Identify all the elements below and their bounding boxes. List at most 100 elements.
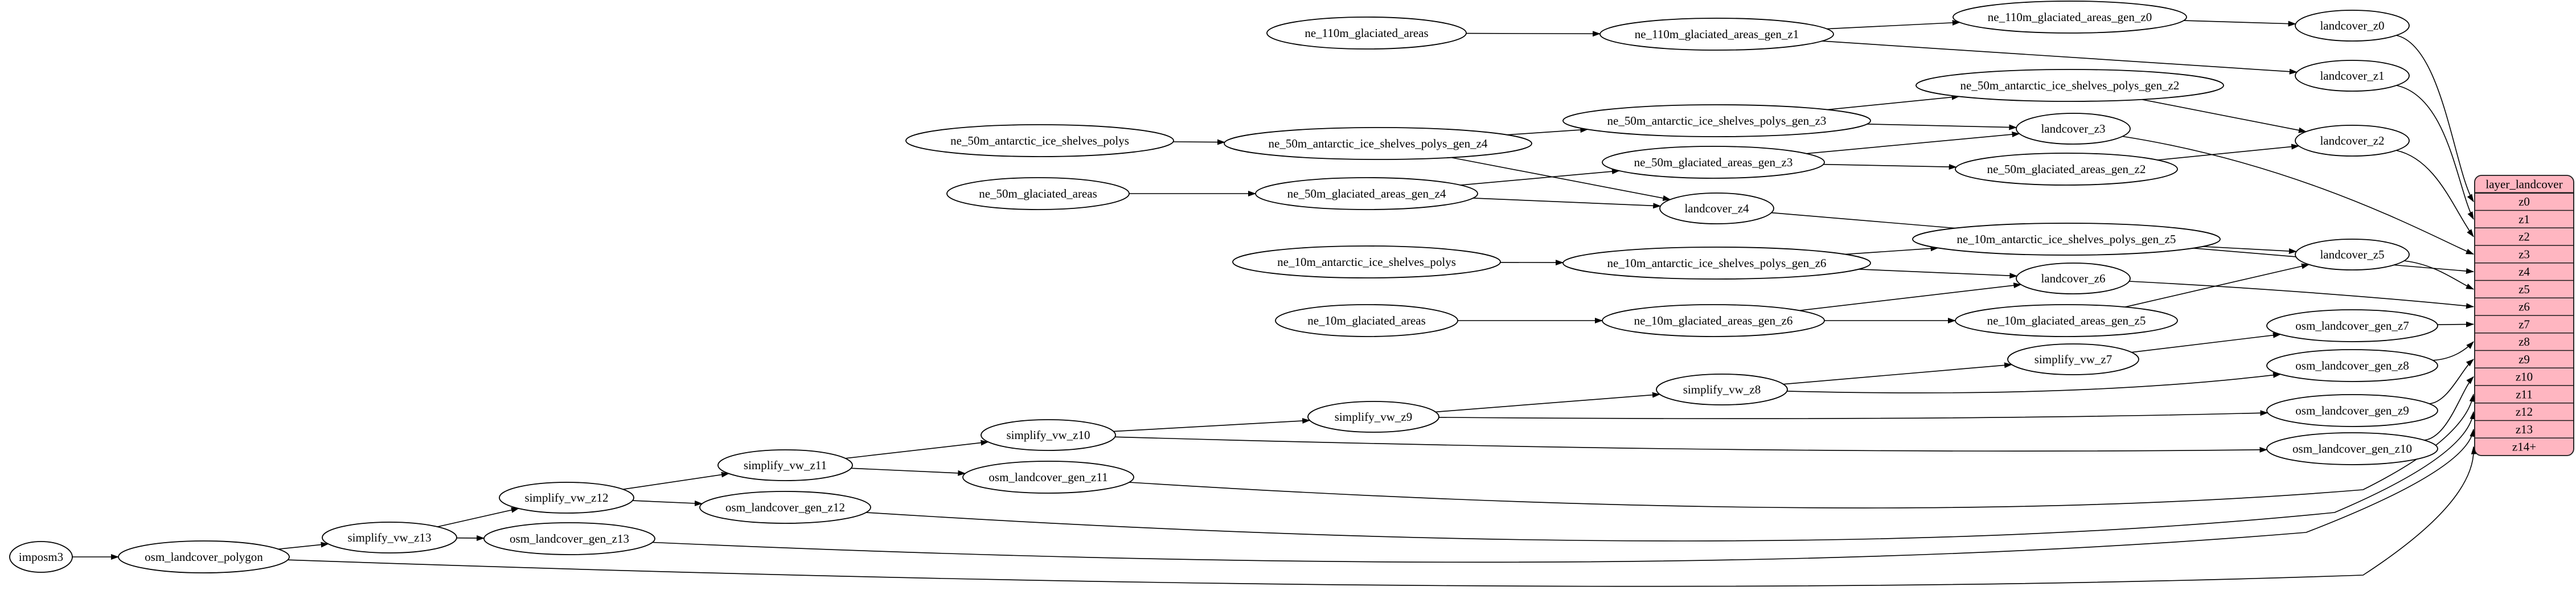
node-label-simplify_vw_z11: simplify_vw_z11: [744, 458, 827, 472]
edge-ne_50m_glaciated_areas_gen_z3-ne_50m_glaciated_areas_gen_z2: [1823, 163, 1957, 170]
node-label-ne_10m_glaciated_areas: ne_10m_glaciated_areas: [1307, 314, 1426, 327]
edge-osm_landcover_polygon-simplify_vw_z13: [278, 542, 329, 550]
node-label-landcover_z0: landcover_z0: [2320, 19, 2384, 32]
node-label-landcover_z6: landcover_z6: [2041, 272, 2105, 285]
node-osm_landcover_gen_z13: osm_landcover_gen_z13: [483, 522, 655, 555]
node-label-ne_10m_antarctic_ice_shelves_polys: ne_10m_antarctic_ice_shelves_polys: [1277, 255, 1456, 269]
node-ellipse-ne_50m_glaciated_areas_gen_z2: [1955, 153, 2178, 186]
edge-simplify_vw_z11-osm_landcover_gen_z11: [851, 468, 966, 476]
node-ne_50m_antarctic_ice_shelves_polys: ne_50m_antarctic_ice_shelves_polys: [905, 124, 1174, 157]
node-ne_10m_glaciated_areas_gen_z5: ne_10m_glaciated_areas_gen_z5: [1955, 304, 2178, 337]
node-osm_landcover_polygon: osm_landcover_polygon: [118, 540, 290, 573]
node-ellipse-landcover_z0: [2295, 10, 2410, 42]
node-label-simplify_vw_z7: simplify_vw_z7: [2034, 352, 2113, 366]
edge-simplify_vw_z12-simplify_vw_z11: [622, 471, 729, 490]
node-label-ne_10m_antarctic_ice_shelves_polys_gen_z5: ne_10m_antarctic_ice_shelves_polys_gen_z…: [1957, 232, 2176, 246]
node-label-osm_landcover_polygon: osm_landcover_polygon: [145, 550, 263, 564]
edge-osm_landcover_polygon-row-z14+: [288, 446, 2477, 587]
node-ellipse-osm_landcover_gen_z9: [2266, 394, 2438, 427]
node-osm_landcover_gen_z8: osm_landcover_gen_z8: [2266, 349, 2438, 382]
node-simplify_vw_z8: simplify_vw_z8: [1656, 374, 1788, 405]
node-ellipse-ne_50m_antarctic_ice_shelves_polys: [905, 124, 1174, 157]
node-ne_50m_glaciated_areas: ne_50m_glaciated_areas: [946, 177, 1130, 210]
table-row-z1: z1: [2518, 212, 2530, 226]
table-row-z3: z3: [2518, 247, 2530, 261]
node-label-simplify_vw_z13: simplify_vw_z13: [348, 531, 432, 544]
node-ellipse-osm_landcover_gen_z10: [2266, 432, 2438, 465]
node-simplify_vw_z9: simplify_vw_z9: [1307, 401, 1439, 433]
table-row-z13: z13: [2516, 423, 2533, 436]
node-label-osm_landcover_gen_z11: osm_landcover_gen_z11: [988, 470, 1107, 484]
edge-landcover_z3-row-z3: [2122, 136, 2474, 255]
node-ne_50m_glaciated_areas_gen_z4: ne_50m_glaciated_areas_gen_z4: [1255, 177, 1478, 210]
edge-osm_landcover_gen_z12-row-z12: [865, 411, 2476, 542]
edge-landcover_z5-row-z5: [2404, 260, 2474, 290]
node-label-ne_50m_antarctic_ice_shelves_polys_gen_z4: ne_50m_antarctic_ice_shelves_polys_gen_z…: [1269, 137, 1488, 150]
node-ne_50m_antarctic_ice_shelves_polys_gen_z4: ne_50m_antarctic_ice_shelves_polys_gen_z…: [1224, 127, 1532, 160]
node-label-osm_landcover_gen_z13: osm_landcover_gen_z13: [510, 532, 629, 546]
node-label-osm_landcover_gen_z12: osm_landcover_gen_z12: [725, 501, 845, 514]
node-osm_landcover_gen_z10: osm_landcover_gen_z10: [2266, 432, 2438, 465]
node-ne_50m_antarctic_ice_shelves_polys_gen_z3: ne_50m_antarctic_ice_shelves_polys_gen_z…: [1562, 104, 1871, 137]
edge-ne_10m_antarctic_ice_shelves_polys_gen_z5-landcover_z5: [2202, 246, 2297, 254]
node-ellipse-ne_50m_antarctic_ice_shelves_polys_gen_z2: [1915, 69, 2224, 102]
node-ellipse-ne_50m_antarctic_ice_shelves_polys_gen_z3: [1562, 104, 1871, 137]
table-row-z4: z4: [2518, 265, 2530, 278]
node-osm_landcover_gen_z11: osm_landcover_gen_z11: [962, 461, 1134, 494]
node-ellipse-ne_50m_antarctic_ice_shelves_polys_gen_z4: [1224, 127, 1532, 160]
node-ellipse-ne_110m_glaciated_areas_gen_z1: [1599, 18, 1834, 51]
node-ellipse-imposm3: [9, 541, 73, 573]
node-ellipse-osm_landcover_gen_z8: [2266, 349, 2438, 382]
table-row-z9: z9: [2518, 352, 2530, 366]
node-landcover_z0: landcover_z0: [2295, 10, 2410, 42]
node-ne_110m_glaciated_areas_gen_z0: ne_110m_glaciated_areas_gen_z0: [1952, 1, 2187, 34]
edge-ne_110m_glaciated_areas_gen_z0-landcover_z0: [2184, 20, 2296, 27]
table-row-z14+: z14+: [2512, 440, 2536, 454]
node-ellipse-simplify_vw_z12: [499, 482, 634, 514]
node-ellipse-ne_10m_glaciated_areas: [1275, 304, 1458, 337]
edge-simplify_vw_z12-osm_landcover_gen_z12: [632, 500, 703, 506]
edge-ne_50m_antarctic_ice_shelves_polys_gen_z3-landcover_z3: [1867, 124, 2017, 130]
node-ellipse-ne_10m_antarctic_ice_shelves_polys_gen_z5: [1912, 223, 2221, 256]
node-ellipse-landcover_z4: [1659, 192, 1774, 224]
node-label-landcover_z3: landcover_z3: [2041, 122, 2105, 136]
node-ne_10m_antarctic_ice_shelves_polys: ne_10m_antarctic_ice_shelves_polys: [1232, 245, 1501, 278]
edge-ne_50m_antarctic_ice_shelves_polys_gen_z3-ne_50m_antarctic_ice_shelves_polys_gen_z2: [1827, 94, 1960, 110]
table-row-z0: z0: [2518, 195, 2530, 208]
node-label-landcover_z4: landcover_z4: [1684, 202, 1749, 215]
node-label-simplify_vw_z8: simplify_vw_z8: [1683, 383, 1761, 396]
node-ellipse-osm_landcover_gen_z7: [2266, 309, 2438, 342]
table-row-z6: z6: [2518, 300, 2530, 314]
edge-simplify_vw_z7-osm_landcover_gen_z7: [2131, 332, 2281, 353]
node-label-ne_50m_antarctic_ice_shelves_polys_gen_z2: ne_50m_antarctic_ice_shelves_polys_gen_z…: [1960, 79, 2180, 92]
node-osm_landcover_gen_z7: osm_landcover_gen_z7: [2266, 309, 2438, 342]
node-label-landcover_z1: landcover_z1: [2320, 69, 2384, 83]
node-ellipse-ne_10m_glaciated_areas_gen_z6: [1602, 304, 1825, 337]
node-label-landcover_z5: landcover_z5: [2320, 248, 2384, 261]
edge-ne_10m_antarctic_ice_shelves_polys_gen_z6-ne_10m_antarctic_ice_shelves_polys_gen_z5: [1845, 245, 1939, 255]
node-ellipse-simplify_vw_z7: [2007, 343, 2139, 375]
node-ellipse-osm_landcover_gen_z11: [962, 461, 1134, 494]
node-ellipse-landcover_z1: [2295, 60, 2410, 92]
node-ellipse-ne_110m_glaciated_areas: [1266, 17, 1467, 50]
node-label-ne_110m_glaciated_areas_gen_z1: ne_110m_glaciated_areas_gen_z1: [1635, 27, 1799, 41]
node-simplify_vw_z11: simplify_vw_z11: [717, 449, 853, 481]
node-ellipse-simplify_vw_z8: [1656, 374, 1788, 405]
node-ellipse-landcover_z5: [2295, 239, 2410, 270]
node-ellipse-simplify_vw_z11: [717, 449, 853, 481]
edge-ne_50m_glaciated_areas_gen_z4-ne_50m_glaciated_areas_gen_z3: [1461, 169, 1620, 186]
node-label-ne_50m_antarctic_ice_shelves_polys: ne_50m_antarctic_ice_shelves_polys: [950, 134, 1129, 147]
node-label-simplify_vw_z10: simplify_vw_z10: [1007, 428, 1090, 442]
edges: [72, 19, 2477, 587]
node-ne_50m_glaciated_areas_gen_z3: ne_50m_glaciated_areas_gen_z3: [1602, 146, 1825, 179]
node-landcover_z3: landcover_z3: [2016, 113, 2131, 145]
node-label-ne_50m_glaciated_areas_gen_z2: ne_50m_glaciated_areas_gen_z2: [1987, 162, 2146, 176]
edge-ne_10m_antarctic_ice_shelves_polys_gen_z6-landcover_z6: [1859, 269, 2018, 279]
edge-osm_landcover_gen_z13-row-z13: [652, 428, 2476, 563]
node-ellipse-ne_110m_glaciated_areas_gen_z0: [1952, 1, 2187, 34]
node-ellipse-landcover_z3: [2016, 113, 2131, 145]
edge-ne_110m_glaciated_areas_gen_z1-ne_110m_glaciated_areas_gen_z0: [1827, 19, 1960, 30]
edge-simplify_vw_z10-simplify_vw_z9: [1113, 418, 1311, 432]
edge-simplify_vw_z8-osm_landcover_gen_z8: [1787, 372, 2281, 393]
